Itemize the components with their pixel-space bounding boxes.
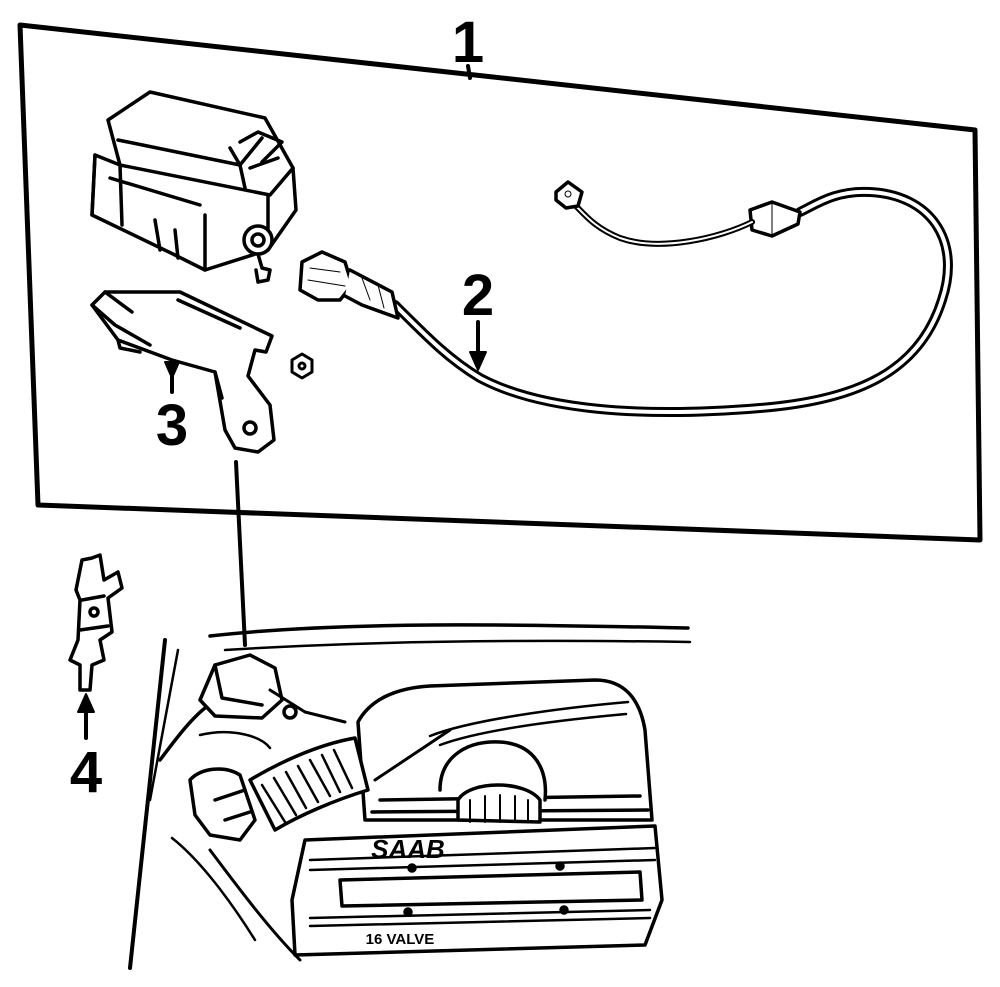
clip-part bbox=[68, 553, 124, 692]
callout-2-label: 2 bbox=[462, 263, 494, 328]
callout-3-arrow bbox=[164, 361, 180, 379]
callout-4-label: 4 bbox=[70, 740, 102, 805]
wiring-harness bbox=[298, 180, 953, 417]
control-module bbox=[90, 90, 298, 284]
nut bbox=[290, 352, 314, 380]
engine-bay bbox=[128, 623, 692, 970]
engine-valve-text: 16 VALVE bbox=[366, 931, 435, 948]
callout-1-leader bbox=[466, 64, 472, 80]
callout-3-label: 3 bbox=[156, 393, 188, 458]
engine-brand-text: SAAB bbox=[371, 834, 445, 864]
install-leader bbox=[234, 460, 247, 647]
callout-2-arrow bbox=[469, 351, 487, 371]
mounting-bracket bbox=[90, 290, 276, 454]
assembly-boundary bbox=[17, 22, 983, 543]
